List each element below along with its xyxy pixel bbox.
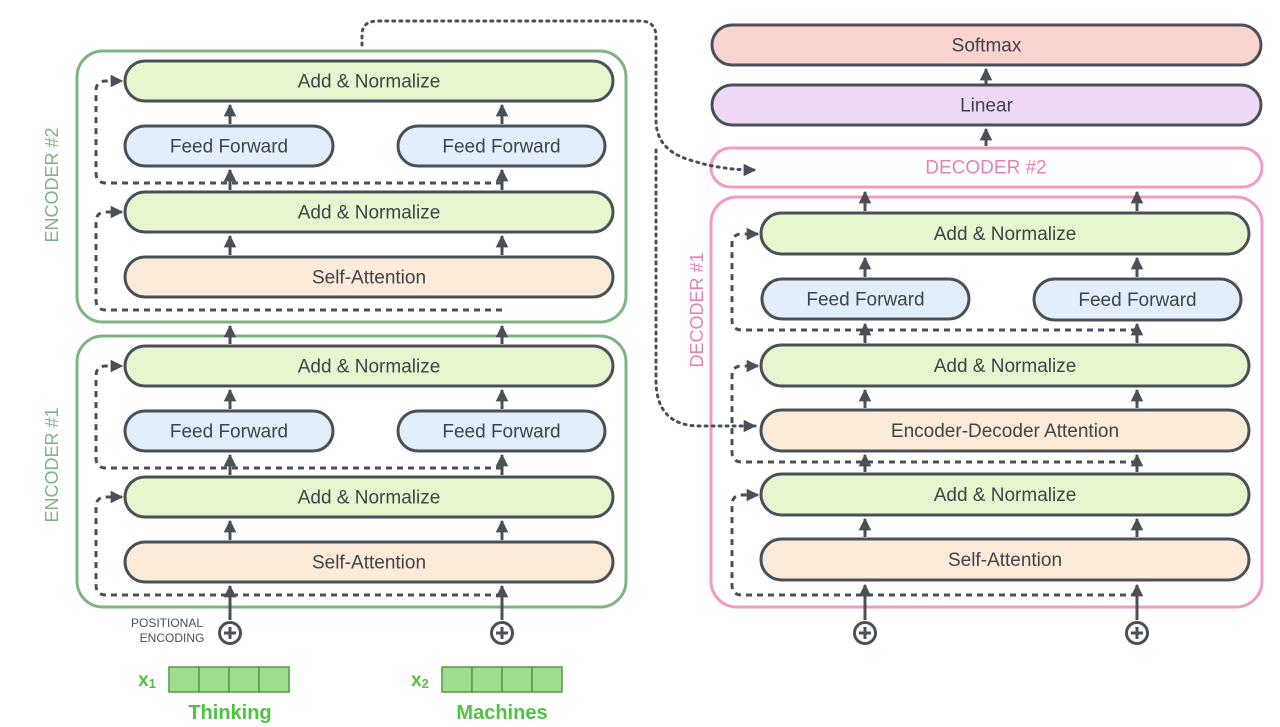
decoder-1-feed-forward-2-label: Feed Forward: [1078, 290, 1196, 311]
decoder-1-add-normalize-1-label: Add & Normalize: [934, 485, 1077, 506]
encoder-2-label: ENCODER #2: [42, 127, 62, 242]
encoder-1-residual-attention: [94, 490, 502, 597]
decoder-1-encoder-decoder-attention: [759, 408, 1251, 453]
encoder-1-label: ENCODER #1: [42, 407, 62, 522]
positional-encoding-line-1: POSITIONAL: [131, 616, 203, 630]
encoder-output-to-decoder1: [654, 148, 757, 433]
input-2-vector-cell: [501, 666, 533, 693]
decoder-2-label: DECODER #2: [925, 158, 1046, 179]
encoder-2-feed-forward-2: [396, 124, 607, 168]
decoder-residual-enc-dec: [730, 359, 1137, 464]
decoder-1-add-normalize-3: [759, 211, 1251, 256]
encoder-2-add-normalize-top: [123, 59, 615, 103]
decoder-1-self-attention-label: Self-Attention: [948, 550, 1062, 571]
decoder-1-add-normalize-1: [759, 472, 1251, 517]
encoder-2-add-normalize-top-label: Add & Normalize: [298, 72, 441, 93]
encoder-1-self-attention-label: Self-Attention: [312, 553, 426, 574]
encoder-1-feed-forward-1-label: Feed Forward: [170, 422, 288, 443]
decoder-1-add-normalize-2-label: Add & Normalize: [934, 356, 1077, 377]
input-2-variable: x2: [411, 670, 429, 691]
encoder-1-container: [75, 334, 628, 609]
input-1-vector-cell: [168, 666, 200, 693]
encoder-1-add-normalize-bottom: [123, 475, 615, 519]
decoder-residual-ffn: [730, 227, 1137, 332]
decoder-1-container: [709, 195, 1264, 609]
input-2-vector-cell: [531, 666, 563, 693]
softmax-block: [710, 23, 1263, 67]
encoder-1-residual-ffn: [94, 359, 502, 470]
encoder-2-residual-ffn: [94, 74, 502, 185]
encoder-2-feed-forward-1: [123, 124, 335, 168]
encoder-2-feed-forward-1-label: Feed Forward: [170, 137, 288, 158]
decoder-2-container: [709, 146, 1264, 189]
input-1-variable: x1: [138, 670, 156, 691]
decoder-1-add-normalize-3-label: Add & Normalize: [934, 224, 1077, 245]
encoder-1-add-normalize-top: [123, 344, 615, 388]
encoder-2-add-normalize-bottom-label: Add & Normalize: [298, 203, 441, 224]
linear-block: [710, 83, 1263, 127]
input-1-word: Thinking: [188, 702, 271, 724]
decoder-1-feed-forward-2: [1032, 277, 1243, 322]
input-2-vector-cell: [441, 666, 473, 693]
encoder-1-add-normalize-top-label: Add & Normalize: [298, 357, 441, 378]
decoder-1-add-normalize-2: [759, 343, 1251, 388]
encoder-1-add-normalize-bottom-label: Add & Normalize: [298, 488, 441, 509]
encoder-1-feed-forward-2-label: Feed Forward: [442, 422, 560, 443]
input-2-vector-cell: [471, 666, 503, 693]
encoder-2-self-attention-label: Self-Attention: [312, 268, 426, 289]
decoder-1-feed-forward-1: [760, 277, 971, 321]
softmax-block-label: Softmax: [952, 36, 1022, 57]
decoder-residual-self-attention: [730, 488, 1137, 597]
encoder-1-feed-forward-1: [123, 409, 335, 453]
encoder-2-residual-attention: [94, 205, 502, 312]
encoder-output-to-decoder2: [360, 19, 757, 177]
positional-encoding-line-2: ENCODING: [140, 631, 205, 645]
input-1-vector-cell: [258, 666, 290, 693]
input-1-subscript: 1: [149, 676, 156, 691]
encoder-2-add-normalize-bottom: [123, 190, 615, 234]
decoder-1-label: DECODER #1: [687, 252, 707, 367]
linear-block-label: Linear: [960, 96, 1013, 117]
decoder-1-feed-forward-1-label: Feed Forward: [806, 290, 924, 311]
encoder-2-container: [75, 49, 628, 324]
input-1-vector-cell: [198, 666, 230, 693]
input-1-vector-cell: [228, 666, 260, 693]
input-2-subscript: 2: [422, 676, 429, 691]
encoder-1-self-attention: [123, 540, 615, 584]
encoder-1-feed-forward-2: [396, 409, 607, 453]
decoder-1-self-attention: [759, 537, 1251, 582]
decoder-1-encoder-decoder-attention-label: Encoder-Decoder Attention: [891, 421, 1119, 442]
encoder-2-feed-forward-2-label: Feed Forward: [442, 137, 560, 158]
encoder-2-self-attention: [123, 255, 615, 299]
input-2-word: Machines: [456, 702, 547, 724]
